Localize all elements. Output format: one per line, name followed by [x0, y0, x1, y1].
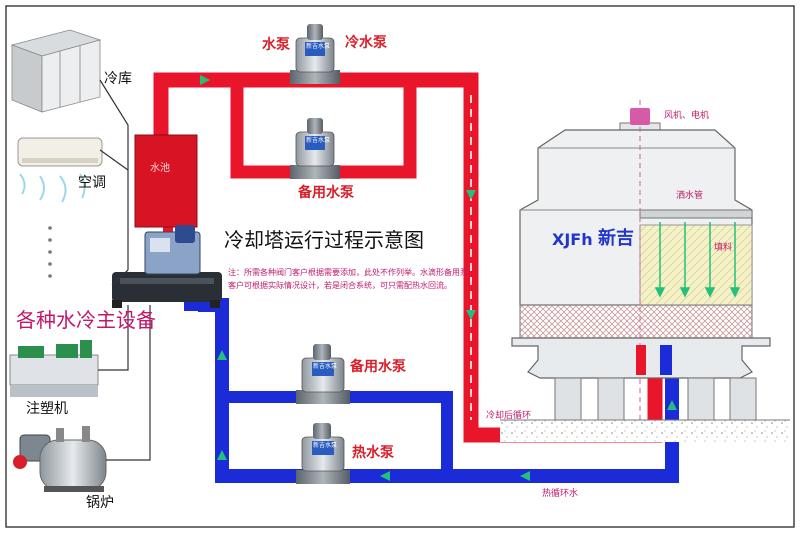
pump-cold-water [290, 24, 340, 84]
arrow-blue-left-2 [217, 450, 227, 460]
pump-hot-water [296, 423, 350, 484]
label-fan-motor: 风机、电机 [664, 111, 710, 121]
label-fill: 填料 [714, 243, 733, 253]
label-backup-pump-top: 备用水泵 [298, 185, 354, 201]
equipment-connectors [98, 79, 151, 461]
arrow-tower-out [667, 400, 677, 410]
pump-plate-4: 新吉水泵 [313, 442, 338, 449]
arrow-blue-bottom-2 [380, 471, 390, 481]
arrow-red-top [200, 75, 210, 85]
cold-storage [10, 29, 102, 113]
air-conditioner [17, 137, 103, 203]
label-backup-pump-bottom: 备用水泵 [350, 359, 406, 375]
diagram-note: 注：所需各种阀门客户根据需要添加，此处不作列举。水滴形备用泵客户可根据实际情况设… [228, 268, 468, 290]
label-cold-pump: 冷水泵 [345, 35, 387, 51]
pump-plate-3: 新吉水泵 [313, 363, 338, 370]
ground [500, 420, 790, 442]
label-spray-pipe: 洒水管 [676, 191, 704, 201]
cooling-tower [511, 100, 771, 421]
boiler [13, 426, 107, 492]
label-boiler: 锅炉 [86, 495, 114, 511]
arrow-red-right-2 [466, 310, 476, 320]
tower-brand-latin: XJFh [552, 230, 593, 249]
pump-backup-bottom [296, 344, 350, 404]
arrow-blue-bottom [520, 471, 530, 481]
arrow-red-right [466, 190, 476, 200]
label-water-tank: 水池 [150, 163, 170, 174]
label-cooled-return: 冷却后循环 [486, 411, 532, 421]
tower-brand-cn: 新吉 [598, 228, 634, 249]
injection-molding-machine [9, 340, 99, 397]
pump-plate-2: 新吉水泵 [306, 137, 331, 144]
label-main-equipment: 各种水冷主设备 [16, 308, 156, 332]
arrow-blue-left [217, 350, 227, 360]
frame-border [5, 5, 795, 528]
ellipsis-dots [48, 226, 52, 278]
pump-backup-top [290, 118, 340, 179]
label-hot-pump: 热水泵 [352, 445, 394, 461]
water-tank [134, 134, 198, 228]
label-cold-storage: 冷库 [104, 71, 132, 87]
pump-plate-1: 新吉水泵 [306, 43, 331, 50]
main-equipment-unit [112, 225, 222, 308]
label-pump: 水泵 [262, 37, 290, 53]
label-hot-return: 热循环水 [542, 489, 579, 499]
label-air-conditioner: 空调 [78, 175, 106, 191]
label-injection-molding: 注塑机 [26, 401, 68, 417]
diagram-title: 冷却塔运行过程示意图 [224, 228, 424, 252]
